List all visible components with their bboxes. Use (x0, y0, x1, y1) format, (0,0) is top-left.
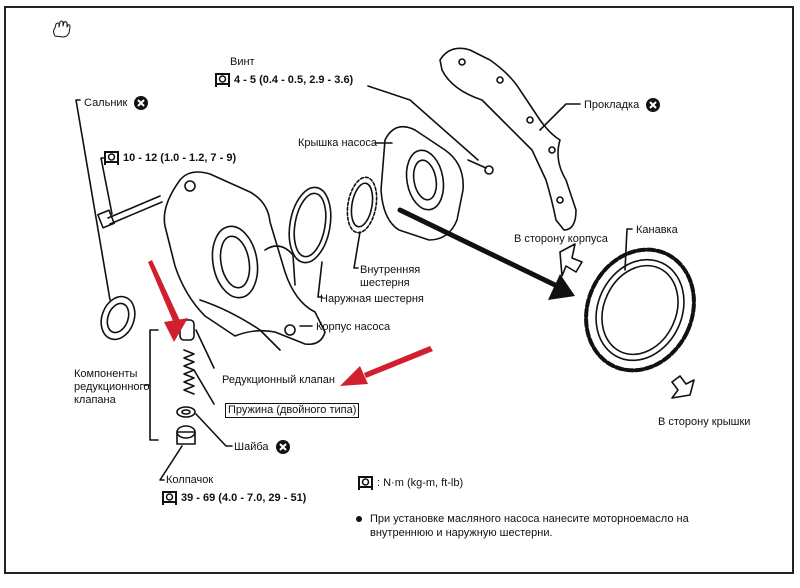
groove-leader (624, 228, 633, 271)
x-circle-icon (646, 98, 661, 112)
diagram-frame (4, 6, 794, 574)
relief-valve-leader (195, 329, 215, 369)
torque-wrench-icon (215, 73, 230, 87)
x-circle-icon (275, 440, 290, 454)
note-line1: При установке масляного насоса нанесите … (370, 513, 689, 525)
screw-leader-line (367, 85, 479, 161)
inner-gear-leader (353, 231, 361, 269)
bolt-torque-value: 10 - 12 (1.0 - 1.2, 7 - 9) (123, 152, 237, 164)
bolt-torque: 10 - 12 (1.0 - 1.2, 7 - 9) (104, 151, 236, 165)
washer-drawing (176, 406, 196, 418)
inner-gear-label-line1: Внутренняя (360, 264, 421, 276)
oil-seal-label-text: Сальник (84, 96, 128, 109)
torque-wrench-icon (162, 491, 177, 505)
spring-label: Пружина (двойного типа) (225, 403, 360, 418)
toward-cover-arrow-icon (671, 375, 695, 399)
toward-body-label: В сторону корпуса (514, 233, 608, 245)
note-line2: внутреннюю и наружную шестерни. (370, 527, 553, 539)
relief-components-line2: редукционного (74, 381, 150, 393)
units-legend: : N·m (kg-m, ft-lb) (358, 476, 463, 490)
gasket-leader-line (539, 103, 581, 131)
spring-leader (193, 369, 215, 405)
toward-cover-label: В сторону крышки (658, 416, 751, 428)
cap-torque-value: 39 - 69 (4.0 - 7.0, 29 - 51) (181, 492, 307, 504)
pump-body-drawing (163, 171, 326, 351)
gasket-label-text: Прокладка (584, 98, 640, 111)
screw-label: Винт (230, 56, 255, 68)
components-bracket (143, 329, 159, 441)
inner-gear-drawing (346, 176, 378, 234)
torque-wrench-icon (358, 476, 373, 490)
torque-wrench-icon (104, 151, 119, 165)
gasket-label: Прокладка (584, 98, 661, 112)
cap-drawing (176, 425, 196, 445)
screw-torque-value: 4 - 5 (0.4 - 0.5, 2.9 - 3.6) (234, 74, 354, 86)
relief-components-line1: Компоненты (74, 368, 138, 380)
bolt-drawing (97, 157, 163, 229)
units-legend-text: : N·m (kg-m, ft-lb) (377, 477, 464, 489)
pump-cover-drawing (380, 125, 464, 241)
pump-body-label: Корпус насоса (316, 321, 391, 333)
cap-label: Колпачок (166, 474, 214, 486)
installation-note: При установке масляного насоса нанесите … (356, 512, 689, 540)
highlight-arrows (148, 260, 433, 386)
washer-label-text: Шайба (234, 440, 269, 453)
oil-seal-drawing (100, 295, 136, 341)
relief-components-line3: клапана (74, 394, 116, 406)
toward-body-arrow-icon (559, 243, 583, 277)
spring-drawing (183, 349, 195, 395)
groove-label: Канавка (636, 224, 678, 236)
bullet-icon (356, 516, 362, 523)
outer-gear-leader (317, 261, 323, 298)
relief-valve-label: Редукционный клапан (222, 374, 335, 386)
hand-cursor-icon (53, 20, 71, 38)
pump-cover-label: Крышка насоса (298, 137, 378, 149)
big-gear-drawing (584, 247, 696, 373)
outer-gear-label: Наружная шестерня (320, 293, 424, 305)
cap-leader (159, 445, 183, 481)
washer-label: Шайба (234, 440, 290, 454)
inner-gear-label-line2: шестерня (360, 277, 410, 289)
outer-gear-drawing (288, 186, 332, 264)
inner-gear-label: Внутренняя шестерня (360, 264, 420, 290)
cap-torque: 39 - 69 (4.0 - 7.0, 29 - 51) (162, 491, 306, 505)
relief-components-label: Компоненты редукционного клапана (74, 368, 149, 407)
screw-drawing (467, 159, 494, 175)
oil-seal-label: Сальник (84, 96, 149, 110)
screw-torque: 4 - 5 (0.4 - 0.5, 2.9 - 3.6) (215, 73, 353, 87)
seal-leader-line (75, 99, 111, 301)
gasket-drawing (439, 47, 577, 231)
direction-arrow (397, 207, 558, 288)
washer-leader (195, 413, 233, 447)
x-circle-icon (134, 96, 149, 110)
